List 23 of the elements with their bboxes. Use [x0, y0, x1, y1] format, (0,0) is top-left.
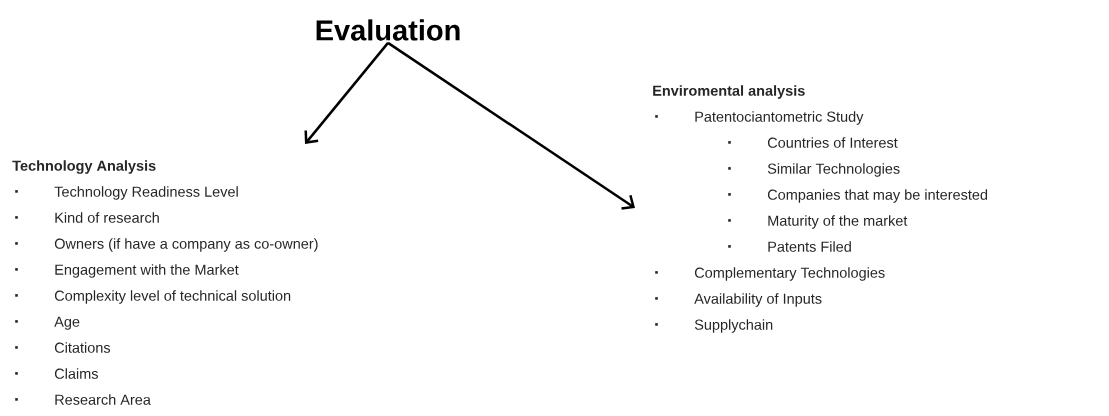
list-item: Supplychain: [655, 319, 773, 333]
list-item: Complexity level of technical solution: [15, 290, 291, 304]
list-item: Companies that may be interested: [728, 189, 988, 203]
list-item: Countries of Interest: [728, 137, 898, 148]
list-item: Availability of Inputs: [655, 293, 822, 307]
list-item: Patentociantometric Study: [655, 111, 864, 125]
list-item: Maturity of the market: [728, 215, 908, 229]
heading: Technology Analysis: [12, 160, 156, 174]
list-item: Owners (if have a company as co-owner): [15, 238, 318, 252]
list-item: Research Area: [15, 394, 151, 405]
arrow: [387, 41, 635, 210]
arrow: [304, 42, 389, 144]
list-item: Patents Filed: [728, 241, 851, 252]
list-item: Complementary Technologies: [655, 267, 885, 281]
list-item: Age: [15, 316, 80, 330]
list-item: Similar Technologies: [728, 163, 900, 177]
list-item: Claims: [15, 368, 98, 379]
list-item: Kind of research: [15, 212, 159, 223]
heading: Enviromental analysis: [653, 85, 805, 99]
list-item: Citations: [15, 342, 111, 353]
list-item: Engagement with the Market: [15, 264, 239, 278]
list-item: Technology Readiness Level: [15, 186, 238, 200]
title: Evaluation: [316, 19, 460, 41]
